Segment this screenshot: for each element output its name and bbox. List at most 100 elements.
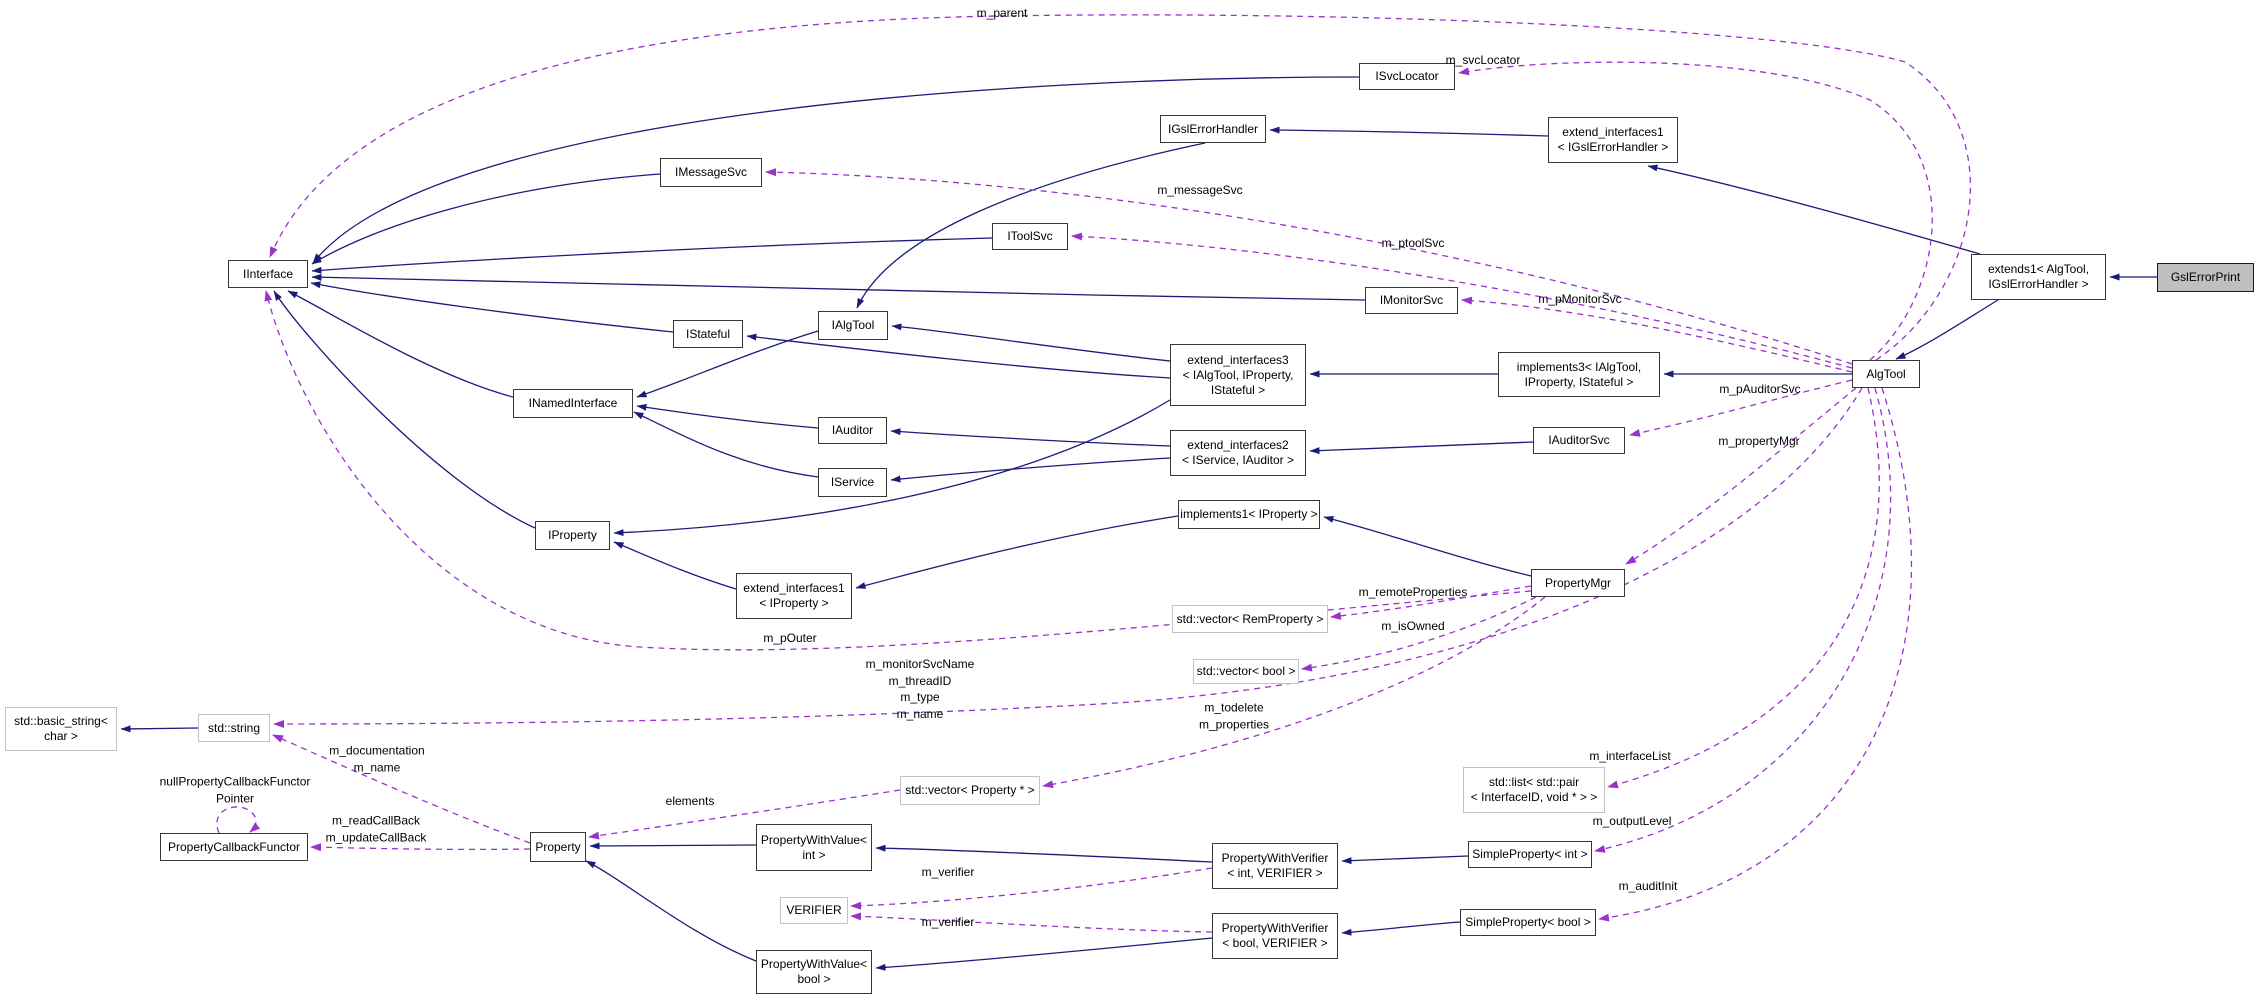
- node-label-line: AlgTool: [1866, 366, 1906, 381]
- node-label-line: < IGslErrorHandler >: [1557, 140, 1669, 154]
- edge-pwverbool-pwvbool: [875, 937, 1213, 971]
- edge-iauditor-inamedinterface: [636, 403, 819, 429]
- edge-label-line: m_pAuditorSvc: [1719, 381, 1801, 396]
- node-IGslErrorHandler[interactable]: IGslErrorHandler: [1160, 115, 1266, 143]
- node-std_vector_RemProperty: std::vector< RemProperty >: [1172, 605, 1328, 633]
- node-IAuditorSvc[interactable]: IAuditorSvc: [1533, 427, 1625, 454]
- edge-label-m-ptoolsvc: m_ptoolSvc: [1382, 235, 1445, 252]
- node-IMessageSvc[interactable]: IMessageSvc: [660, 158, 762, 187]
- node-IAlgTool[interactable]: IAlgTool: [818, 311, 888, 340]
- edge-label-line: m_svcLocator: [1445, 52, 1521, 67]
- edge-label-line: m_verifier: [921, 864, 975, 879]
- edge-label-line: m_verifier: [921, 914, 975, 929]
- edge-label-m-isowned: m_isOwned: [1381, 618, 1444, 635]
- edge-label-line: m_outputLevel: [1592, 813, 1672, 828]
- node-IMonitorSvc[interactable]: IMonitorSvc: [1365, 287, 1458, 314]
- node-implements1[interactable]: implements1< IProperty >: [1178, 500, 1320, 529]
- node-INamedInterface[interactable]: INamedInterface: [513, 389, 633, 418]
- node-extend_interfaces2[interactable]: extend_interfaces2< IService, IAuditor >: [1170, 430, 1306, 476]
- node-extend_interfaces1_IProperty[interactable]: extend_interfaces1< IProperty >: [736, 573, 852, 619]
- edge-label-m-auditinit: m_auditInit: [1619, 878, 1678, 895]
- edge-label-line: m_pMonitorSvc: [1538, 291, 1622, 306]
- edge-label-m-parent: m_parent: [977, 5, 1028, 22]
- node-label-line: IStateful: [685, 326, 731, 341]
- node-label-line: std::vector< Property * >: [905, 783, 1035, 797]
- edge-istateful-iinterface: [310, 281, 674, 333]
- node-SimpleProperty_bool[interactable]: SimpleProperty< bool >: [1460, 909, 1596, 936]
- edge-label-m-svclocator: m_svcLocator: [1446, 52, 1521, 69]
- node-IStateful[interactable]: IStateful: [673, 320, 743, 348]
- node-label-line: IGslErrorHandler: [1167, 121, 1259, 136]
- node-label-line: < int, VERIFIER >: [1227, 866, 1323, 880]
- edge-label-m-pmonitorsvc: m_pMonitorSvc: [1538, 291, 1621, 308]
- node-IService[interactable]: IService: [818, 468, 887, 497]
- node-label-line: PropertyWithValue<: [760, 832, 868, 847]
- node-std_vector_Property_ptr: std::vector< Property * >: [900, 776, 1040, 805]
- node-SimpleProperty_int[interactable]: SimpleProperty< int >: [1468, 841, 1592, 868]
- edge-label-line: Pointer: [215, 791, 255, 805]
- node-label-line: bool >: [797, 972, 831, 986]
- node-extends1[interactable]: extends1< AlgTool,IGslErrorHandler >: [1971, 254, 2106, 300]
- edge-label-line: elements: [665, 793, 715, 808]
- edge-label-m-verifier-int: m_verifier: [922, 864, 975, 881]
- edge-label-m-interfacelist: m_interfaceList: [1589, 748, 1670, 765]
- node-PropertyMgr[interactable]: PropertyMgr: [1531, 569, 1625, 597]
- node-label-line: extend_interfaces3: [1187, 352, 1289, 367]
- edge-label-line: m_messageSvc: [1157, 182, 1243, 197]
- node-IProperty[interactable]: IProperty: [535, 521, 610, 550]
- edge-label-line: m_readCallBack: [331, 813, 421, 828]
- node-PropertyWithVerifier_int[interactable]: PropertyWithVerifier< int, VERIFIER >: [1212, 843, 1338, 889]
- node-VERIFIER: VERIFIER: [780, 897, 848, 924]
- edge-label-m-outputlevel: m_outputLevel: [1593, 813, 1672, 830]
- edge-ialgtool-inamedinterface: [636, 330, 819, 398]
- node-PropertyWithVerifier_bool[interactable]: PropertyWithVerifier< bool, VERIFIER >: [1212, 913, 1338, 959]
- node-IAuditor[interactable]: IAuditor: [818, 417, 887, 444]
- node-Property[interactable]: Property: [530, 832, 586, 862]
- node-std_basic_string_char: std::basic_string<char >: [5, 707, 117, 751]
- node-label-line: PropertyMgr: [1544, 575, 1612, 590]
- node-label-line: IInterface: [242, 266, 294, 281]
- node-label-line: IStateful >: [1210, 382, 1266, 397]
- edge-label-line: m_monitorSvcName: [865, 657, 975, 671]
- node-label-line: extend_interfaces2: [1187, 438, 1289, 452]
- node-ISvcLocator[interactable]: ISvcLocator: [1359, 63, 1455, 90]
- edge-m-isowned: [1301, 596, 1537, 672]
- node-IToolSvc[interactable]: IToolSvc: [992, 223, 1068, 250]
- edge-extends1-ext1igeh: [1647, 164, 1981, 255]
- node-AlgTool[interactable]: AlgTool: [1852, 360, 1920, 388]
- edge-m-auditinit: [1598, 387, 1913, 922]
- node-label-line: IProperty: [548, 528, 597, 542]
- edge-imessagesvc-iinterface: [311, 173, 661, 265]
- node-extend_interfaces3[interactable]: extend_interfaces3< IAlgTool, IProperty,…: [1170, 344, 1306, 406]
- node-label-line: IAuditor: [831, 423, 874, 437]
- edge-iauditorsvc-ext2: [1309, 441, 1534, 455]
- node-extend_interfaces1_IGslErrorHandler[interactable]: extend_interfaces1< IGslErrorHandler >: [1548, 117, 1678, 163]
- edge-label-line: m_threadID: [888, 673, 952, 688]
- edge-m-verifier-int: [850, 867, 1213, 910]
- node-label-line: ISvcLocator: [1375, 69, 1439, 83]
- node-label-line: INamedInterface: [528, 396, 618, 410]
- edge-extends1-algtool: [1895, 299, 1999, 360]
- edge-label-line: m_isOwned: [1381, 618, 1445, 633]
- edge-label-line: nullPropertyCallbackFunctor: [159, 774, 311, 789]
- edge-ext3-ialgtool: [891, 323, 1171, 362]
- node-label-line: IGslErrorHandler >: [1988, 277, 2089, 291]
- edge-label-line: m_todelete: [1204, 700, 1264, 715]
- node-implements3[interactable]: implements3< IAlgTool,IProperty, IStatef…: [1498, 352, 1660, 397]
- edge-propertymgr-impl1: [1323, 516, 1532, 577]
- node-PropertyCallbackFunctor[interactable]: PropertyCallbackFunctor: [160, 833, 308, 861]
- node-PropertyWithValue_bool[interactable]: PropertyWithValue<bool >: [756, 950, 872, 994]
- node-label-line: SimpleProperty< bool >: [1465, 915, 1591, 929]
- node-PropertyWithValue_int[interactable]: PropertyWithValue<int >: [756, 824, 872, 871]
- edge-ext2-iauditor: [890, 428, 1171, 447]
- node-GslErrorPrint: GslErrorPrint: [2157, 263, 2254, 292]
- edge-spint-pwverint: [1341, 855, 1469, 865]
- node-label-line: PropertyWithVerifier: [1221, 921, 1329, 935]
- node-IInterface[interactable]: IInterface: [228, 260, 308, 288]
- edge-label-line: m_remoteProperties: [1358, 584, 1468, 599]
- edge-m-monitorsvcname: [273, 387, 1863, 728]
- node-label-line: < IProperty >: [759, 596, 829, 610]
